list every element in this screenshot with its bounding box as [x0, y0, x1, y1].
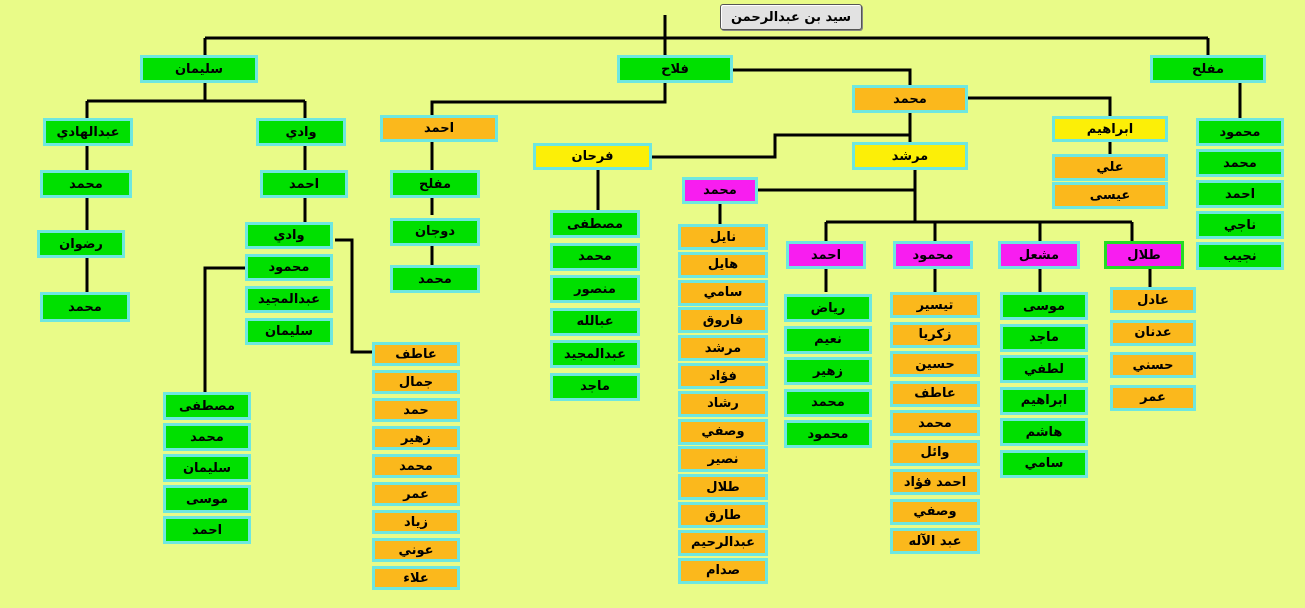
node-ibrahim: ابراهيم: [1052, 116, 1168, 142]
family-member: موسى: [163, 485, 251, 513]
family-member: محمد: [372, 454, 460, 478]
family-member: مرشد: [678, 335, 768, 362]
node-mohammad: محمد: [852, 85, 968, 113]
family-member: حسين: [890, 351, 980, 377]
family-member: منصور: [550, 275, 640, 303]
family-member: محمود: [1196, 118, 1284, 146]
family-member: عمر: [1110, 384, 1196, 411]
family-member: محمد: [1196, 149, 1284, 177]
family-member: نجيب: [1196, 242, 1284, 270]
family-member: نعيم: [784, 325, 872, 354]
family-member: ماجد: [550, 372, 640, 401]
node-murshid-son: احمد: [786, 241, 866, 269]
family-member: مفلح: [390, 170, 480, 198]
family-member: رضوان: [37, 230, 125, 258]
family-member: سليمان: [245, 318, 333, 345]
family-member: احمد: [260, 170, 348, 198]
family-member: مصطفى: [550, 210, 640, 238]
family-member: سليمان: [163, 454, 251, 482]
family-member: محمد: [784, 388, 872, 417]
node-ahmad: احمد: [380, 115, 498, 142]
family-member: هايل: [678, 251, 768, 278]
family-member: حمد: [372, 398, 460, 422]
family-member: محمد: [390, 265, 480, 293]
family-member: طارق: [678, 502, 768, 528]
family-member: عادل: [1110, 287, 1196, 313]
family-member: عمر: [372, 482, 460, 506]
family-member: عاطف: [372, 342, 460, 366]
family-member: وصفي: [678, 418, 768, 445]
family-member: دوجان: [390, 217, 480, 246]
node-muflih: مفلح: [1150, 55, 1266, 83]
node-murshid-son: محمد: [682, 177, 758, 204]
family-member: احمد فؤاد: [890, 469, 980, 495]
family-member: زياد: [372, 510, 460, 534]
family-member: حسني: [1110, 352, 1196, 378]
family-member: لطفي: [1000, 355, 1088, 383]
family-member: محمود: [245, 254, 333, 281]
family-member: عبدالمجيد: [550, 340, 640, 368]
family-member: صدام: [678, 557, 768, 584]
family-member: محمد: [550, 242, 640, 271]
family-member: عبد الآله: [890, 528, 980, 554]
family-member: فاروق: [678, 307, 768, 334]
family-member: احمد: [163, 516, 251, 544]
family-member: وائل: [890, 439, 980, 466]
family-member: نصير: [678, 446, 768, 473]
family-member: محمود: [784, 420, 872, 448]
family-member: رياض: [784, 294, 872, 322]
node-farhan: فرحان: [533, 143, 652, 170]
family-member: محمد: [163, 423, 251, 451]
family-member: ماجد: [1000, 323, 1088, 352]
family-member: عدنان: [1110, 319, 1196, 346]
node-sulaiman: سليمان: [140, 55, 258, 83]
family-member: رشاد: [678, 390, 768, 417]
family-member: مصطفى: [163, 392, 251, 420]
family-member: ابراهيم: [1000, 386, 1088, 415]
family-member: تيسير: [890, 292, 980, 318]
family-member: زكريا: [890, 321, 980, 348]
family-member: هاشم: [1000, 418, 1088, 446]
node-abdulhadi: عبدالهادي: [43, 118, 133, 146]
family-member: زهير: [372, 426, 460, 450]
node-falah: فلاح: [617, 55, 733, 83]
root-node: سيد بن عبدالرحمن: [720, 4, 862, 30]
family-member: عبدالمجيد: [245, 286, 333, 313]
family-member: محمد: [890, 410, 980, 436]
family-member: سامي: [678, 279, 768, 306]
family-member: احمد: [1196, 180, 1284, 208]
family-member: فؤاد: [678, 363, 768, 389]
family-member: نايل: [678, 224, 768, 250]
family-member: علاء: [372, 566, 460, 590]
family-member: موسى: [1000, 292, 1088, 320]
family-member: محمد: [40, 292, 130, 322]
family-member: علي: [1052, 154, 1168, 181]
family-member: جمال: [372, 370, 460, 394]
family-member: عبالله: [550, 307, 640, 336]
family-member: وصفي: [890, 498, 980, 525]
node-murshid: مرشد: [852, 142, 968, 170]
node-wadi: وادي: [256, 118, 346, 146]
family-member: زهير: [784, 357, 872, 385]
family-member: وادي: [245, 222, 333, 249]
family-member: طلال: [678, 474, 768, 501]
family-member: محمد: [40, 170, 132, 198]
family-member: عيسى: [1052, 182, 1168, 209]
family-member: ناجي: [1196, 211, 1284, 239]
node-murshid-son: مشعل: [998, 241, 1080, 269]
node-murshid-son: طلال: [1104, 241, 1184, 269]
node-murshid-son: محمود: [893, 241, 973, 269]
family-member: سامي: [1000, 449, 1088, 478]
family-member: عبدالرحيم: [678, 529, 768, 556]
family-member: عوني: [372, 538, 460, 562]
family-member: عاطف: [890, 380, 980, 407]
